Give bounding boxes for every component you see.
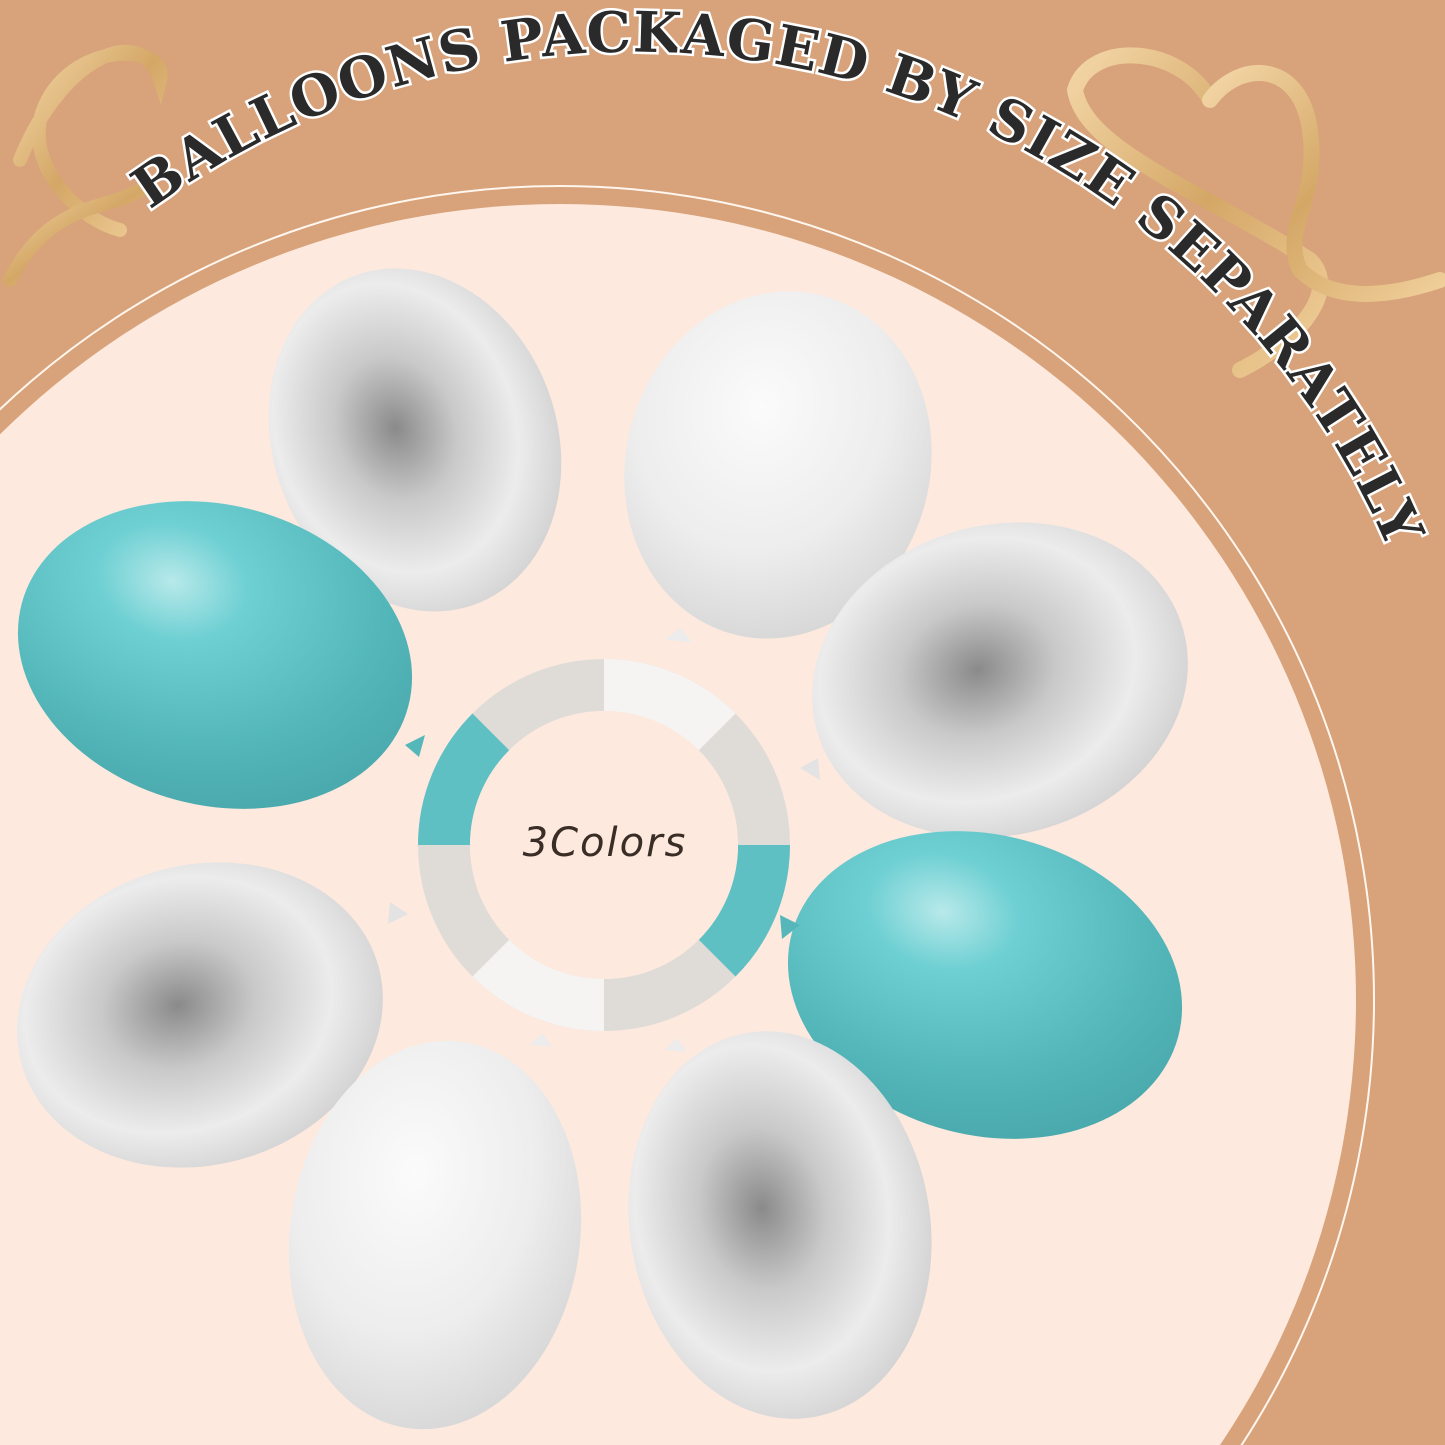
balloon-bottom-right xyxy=(628,1031,932,1419)
balloon-top-right xyxy=(624,291,932,642)
balloon-left-teal xyxy=(17,501,425,809)
gold-ribbon-right-icon xyxy=(1066,47,1445,378)
balloon-bottom-left xyxy=(288,1033,582,1430)
balloon-right xyxy=(800,522,1188,838)
colors-count-label: 3Colors xyxy=(522,820,688,866)
balloon-lower-right-teal xyxy=(780,831,1183,1139)
color-ring xyxy=(418,659,790,1031)
gold-ribbon-left-icon xyxy=(3,44,168,287)
balloon-top-left xyxy=(268,268,562,612)
balloon-lower-left xyxy=(17,862,408,1168)
